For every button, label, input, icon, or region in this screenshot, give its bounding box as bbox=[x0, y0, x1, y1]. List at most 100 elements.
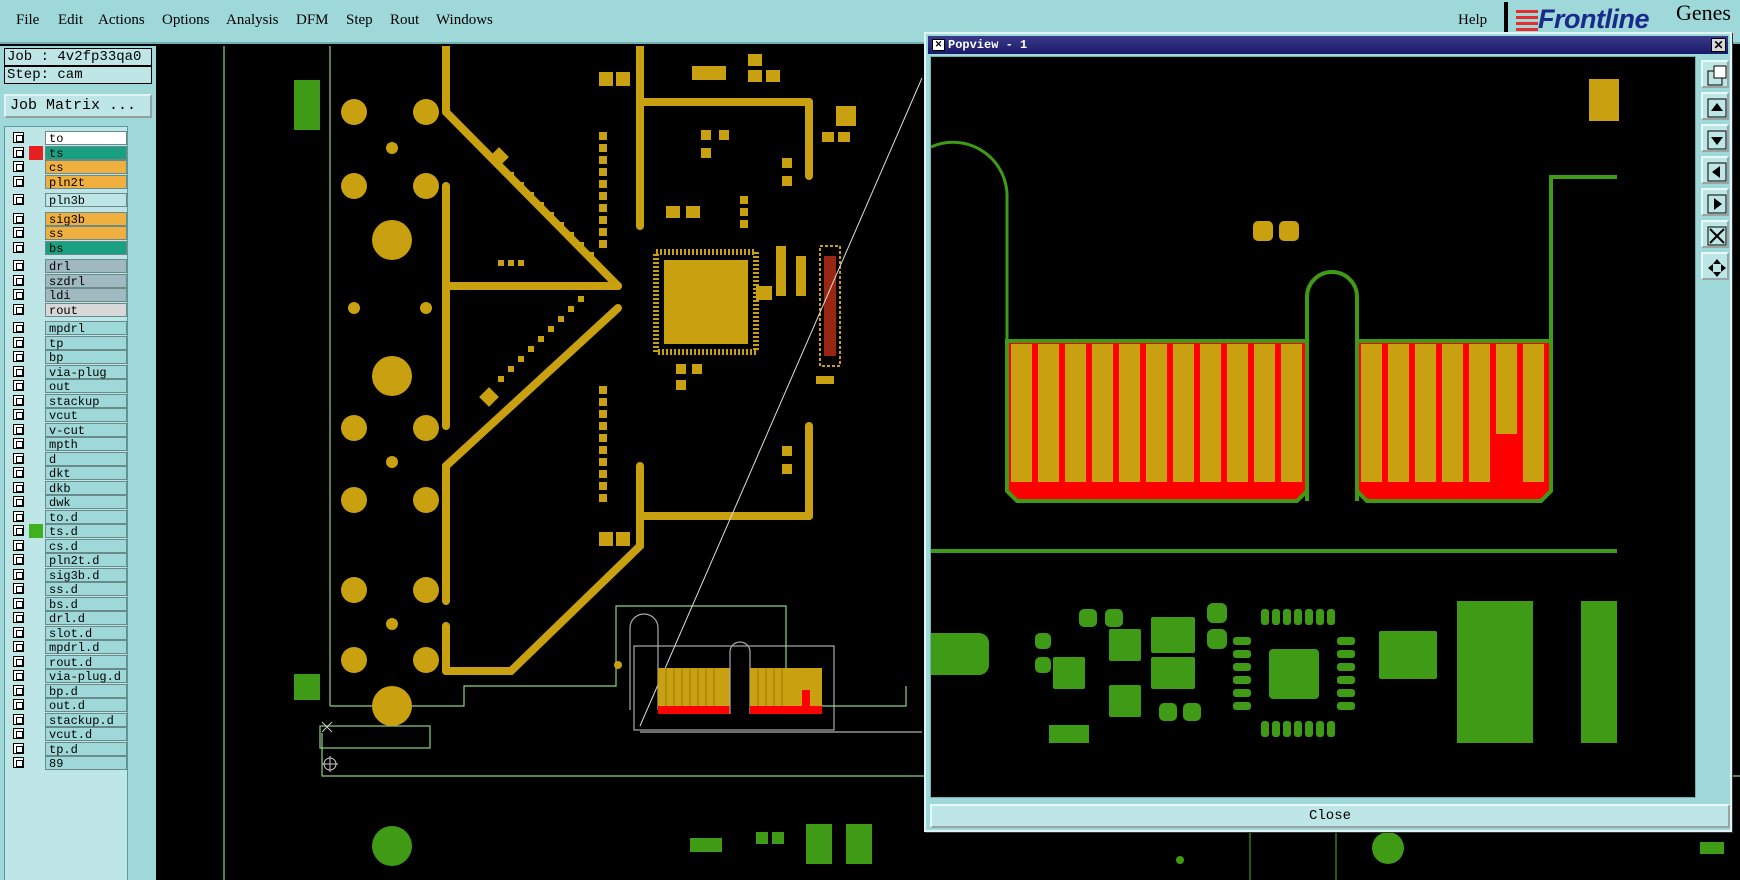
popview-titlebar[interactable]: ✕ Popview - 1 ✕ bbox=[928, 36, 1728, 54]
menu-analysis[interactable]: Analysis bbox=[226, 12, 279, 28]
layer-name[interactable]: stackup.d bbox=[45, 712, 127, 728]
layer-name[interactable]: d bbox=[45, 451, 127, 467]
layer-name[interactable]: to bbox=[45, 131, 127, 146]
layer-row[interactable]: ss bbox=[7, 226, 127, 241]
layer-name[interactable]: pln2t.d bbox=[45, 553, 127, 568]
layer-checkbox[interactable] bbox=[13, 423, 24, 435]
layer-checkbox[interactable] bbox=[13, 757, 24, 768]
layer-name[interactable]: drl.d bbox=[45, 611, 127, 626]
layer-checkbox[interactable] bbox=[13, 146, 24, 158]
layer-checkbox[interactable] bbox=[13, 322, 24, 333]
layer-name[interactable]: pln2t bbox=[45, 174, 127, 190]
pan-up-icon[interactable] bbox=[1701, 92, 1729, 120]
layer-name[interactable]: rout.d bbox=[45, 654, 127, 670]
layer-checkbox[interactable] bbox=[13, 336, 24, 348]
layer-name[interactable]: bs bbox=[45, 240, 127, 256]
layer-row[interactable]: dwk bbox=[7, 495, 127, 510]
layer-row[interactable]: ss.d bbox=[7, 582, 127, 597]
layer-checkbox[interactable] bbox=[13, 438, 24, 449]
layer-name[interactable]: mpdrl bbox=[45, 321, 127, 336]
menu-rout[interactable]: Rout bbox=[390, 12, 420, 28]
layer-name[interactable]: bp bbox=[45, 350, 127, 365]
layer-checkbox[interactable] bbox=[13, 380, 24, 391]
layer-row[interactable]: cs.d bbox=[7, 538, 127, 554]
menu-options[interactable]: Options bbox=[162, 12, 210, 28]
layer-row[interactable]: bs bbox=[7, 240, 127, 256]
layer-row[interactable]: bs.d bbox=[7, 596, 127, 612]
layer-name[interactable]: via-plug bbox=[45, 364, 127, 380]
close-icon[interactable]: ✕ bbox=[1711, 38, 1726, 52]
layer-name[interactable]: ldi bbox=[45, 288, 127, 303]
layer-checkbox[interactable] bbox=[13, 260, 24, 271]
layer-row[interactable]: vcut bbox=[7, 408, 127, 423]
job-matrix-button[interactable]: Job Matrix ... bbox=[4, 94, 152, 118]
layer-row[interactable]: rout.d bbox=[7, 654, 127, 670]
layer-name[interactable]: sig3b bbox=[45, 211, 127, 227]
layer-checkbox[interactable] bbox=[13, 394, 24, 406]
layer-checkbox[interactable] bbox=[13, 496, 24, 507]
layer-row[interactable]: dkb bbox=[7, 480, 127, 496]
layer-row[interactable]: bp bbox=[7, 350, 127, 365]
layer-row[interactable]: ldi bbox=[7, 288, 127, 303]
layer-row[interactable]: via-plug bbox=[7, 364, 127, 380]
layer-row[interactable]: out.d bbox=[7, 698, 127, 713]
layer-row[interactable]: drl bbox=[7, 259, 127, 274]
layer-row[interactable]: stackup bbox=[7, 393, 127, 409]
layer-checkbox[interactable] bbox=[13, 612, 24, 623]
menu-step[interactable]: Step bbox=[346, 12, 373, 28]
layer-name[interactable]: dkt bbox=[45, 466, 127, 481]
layer-row[interactable]: dkt bbox=[7, 466, 127, 481]
layer-name[interactable]: bp.d bbox=[45, 683, 127, 699]
layer-row[interactable]: tp.d bbox=[7, 741, 127, 757]
layer-checkbox[interactable] bbox=[13, 365, 24, 377]
layer-row[interactable]: stackup.d bbox=[7, 712, 127, 728]
layer-checkbox[interactable] bbox=[13, 539, 24, 551]
layer-row[interactable]: cs bbox=[7, 160, 127, 175]
layer-name[interactable]: pln3b bbox=[45, 193, 127, 208]
layer-checkbox[interactable] bbox=[13, 684, 24, 696]
layer-row[interactable]: via-plug.d bbox=[7, 669, 127, 684]
pan-down-icon[interactable] bbox=[1701, 124, 1729, 152]
layer-checkbox[interactable] bbox=[13, 452, 24, 464]
layer-name[interactable]: mpdrl.d bbox=[45, 640, 127, 655]
layer-row[interactable]: mpdrl bbox=[7, 321, 127, 336]
layer-checkbox[interactable] bbox=[13, 728, 24, 739]
layer-name[interactable]: slot.d bbox=[45, 625, 127, 641]
popview-canvas[interactable] bbox=[930, 56, 1696, 798]
layer-row[interactable]: to bbox=[7, 131, 127, 146]
close-button[interactable]: Close bbox=[930, 804, 1730, 828]
layer-name[interactable]: v-cut bbox=[45, 422, 127, 438]
layer-name[interactable]: drl bbox=[45, 259, 127, 274]
layer-name[interactable]: ss bbox=[45, 226, 127, 241]
layer-name[interactable]: szdrl bbox=[45, 273, 127, 289]
layer-checkbox[interactable] bbox=[13, 510, 24, 522]
layer-row[interactable]: tp bbox=[7, 335, 127, 351]
layer-name[interactable]: vcut bbox=[45, 408, 127, 423]
layer-checkbox[interactable] bbox=[13, 227, 24, 238]
layer-row[interactable]: sig3b.d bbox=[7, 567, 127, 583]
layer-row[interactable]: d bbox=[7, 451, 127, 467]
layer-row[interactable]: drl.d bbox=[7, 611, 127, 626]
menu-dfm[interactable]: DFM bbox=[296, 12, 329, 28]
layer-name[interactable]: out.d bbox=[45, 698, 127, 713]
layer-name[interactable]: ss.d bbox=[45, 582, 127, 597]
layer-name[interactable]: mpth bbox=[45, 437, 127, 452]
layer-name[interactable]: vcut.d bbox=[45, 727, 127, 742]
layer-name[interactable]: out bbox=[45, 379, 127, 394]
layer-checkbox[interactable] bbox=[13, 351, 24, 362]
layer-row[interactable]: slot.d bbox=[7, 625, 127, 641]
layer-row[interactable]: szdrl bbox=[7, 273, 127, 289]
layer-checkbox[interactable] bbox=[13, 274, 24, 286]
layer-checkbox[interactable] bbox=[13, 132, 24, 143]
menu-actions[interactable]: Actions bbox=[98, 12, 145, 28]
layer-checkbox[interactable] bbox=[13, 303, 24, 315]
layer-checkbox[interactable] bbox=[13, 525, 24, 536]
layer-name[interactable]: rout bbox=[45, 302, 127, 318]
zoom-home-icon[interactable] bbox=[1701, 252, 1729, 280]
zoom-fit-icon[interactable] bbox=[1701, 220, 1729, 248]
layer-name[interactable]: stackup bbox=[45, 393, 127, 409]
layer-checkbox[interactable] bbox=[13, 713, 24, 725]
layer-row[interactable]: mpdrl.d bbox=[7, 640, 127, 655]
window-menu-icon[interactable]: ✕ bbox=[932, 39, 945, 51]
layer-checkbox[interactable] bbox=[13, 175, 24, 187]
